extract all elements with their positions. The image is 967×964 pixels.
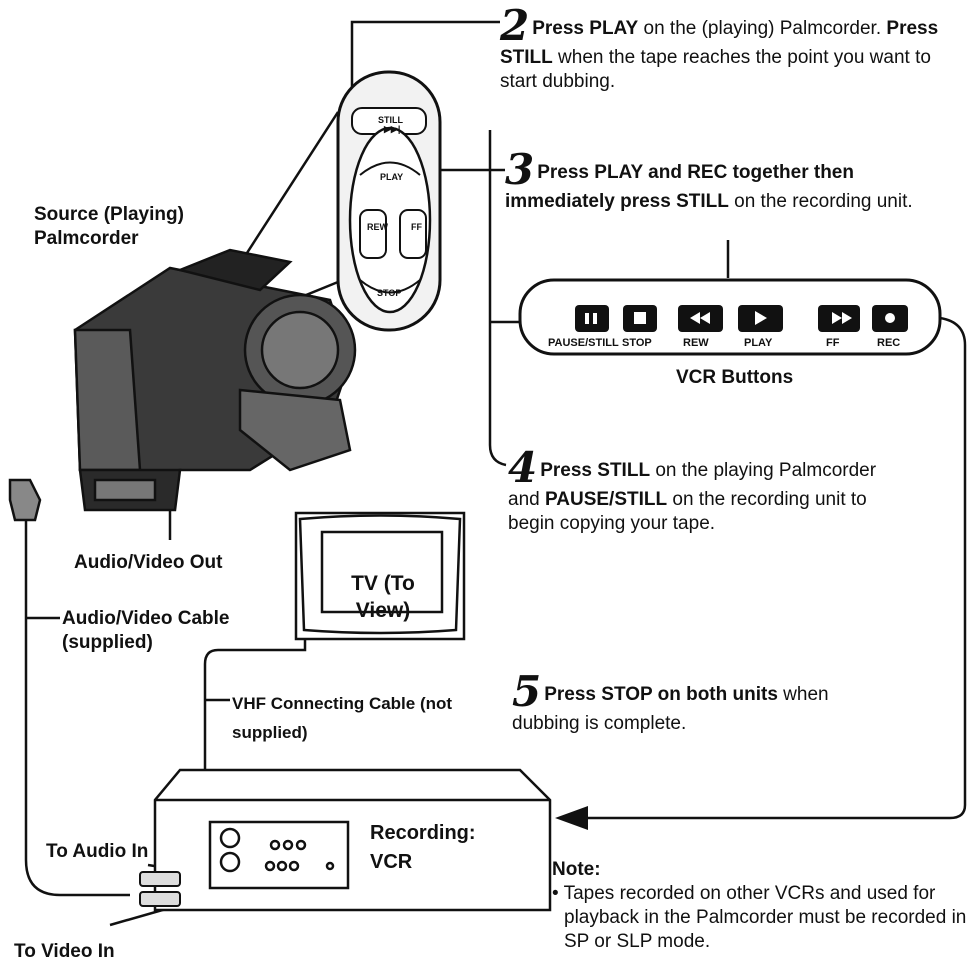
vcr-arrow-line — [580, 316, 967, 820]
recording-vcr-label: Recording: VCR — [370, 822, 476, 873]
vcr-label-rec: REC — [877, 337, 900, 349]
av-cable-label: Audio/Video Cable (supplied) — [62, 608, 230, 653]
step-4-number: 4 — [508, 443, 538, 492]
vcr-label-rew: REW — [683, 337, 709, 349]
vcr — [153, 768, 552, 912]
vhf-cable — [203, 598, 307, 845]
note: Note: • Tapes recorded on other VCRs and… — [552, 858, 967, 954]
pause-still-button — [575, 305, 609, 332]
vcr-label-play: PLAY — [744, 337, 773, 349]
remote-stop-label: STOP — [377, 288, 401, 298]
remote-play-label: PLAY — [380, 172, 403, 182]
step-2-number: 2 — [500, 1, 530, 50]
av-out-label: Audio/Video Out — [74, 552, 223, 573]
camcorder — [8, 248, 357, 522]
vcr-label-stop: STOP — [622, 337, 652, 349]
step-5-number: 5 — [512, 667, 542, 716]
tv-set — [294, 511, 466, 641]
vcr-label-ff: FF — [826, 337, 840, 349]
vcr-buttons-label: VCR Buttons — [676, 367, 794, 388]
remote-still-label: STILL — [378, 115, 403, 125]
remote-control — [336, 70, 442, 332]
vcr-buttons-panel — [518, 278, 942, 356]
source-label: Source (Playing) Palmcorder — [34, 204, 184, 249]
av-cable — [24, 510, 130, 897]
vhf-cable-label: VHF Connecting Cable (not supplied) — [232, 694, 453, 742]
audio-in-label: To Audio In — [46, 841, 149, 862]
step4-leader-line — [488, 130, 507, 467]
step-3-number: 3 — [505, 145, 535, 194]
remote-rew-label: REW — [367, 222, 389, 232]
remote-ff-label: FF — [411, 222, 422, 232]
arrow-head — [555, 806, 588, 830]
vcr-buttons — [575, 305, 908, 332]
av-plugs — [139, 871, 181, 907]
tv-label: TV (To View) — [351, 572, 415, 622]
vcr-label-pause-still: PAUSE/STILL — [548, 337, 619, 349]
svg-text:▶▶|: ▶▶| — [383, 124, 400, 134]
rew-button — [678, 305, 723, 332]
note-title: Note: — [552, 859, 601, 880]
video-in-label: To Video In — [14, 941, 115, 962]
note-text: • Tapes recorded on other VCRs and used … — [552, 883, 967, 952]
